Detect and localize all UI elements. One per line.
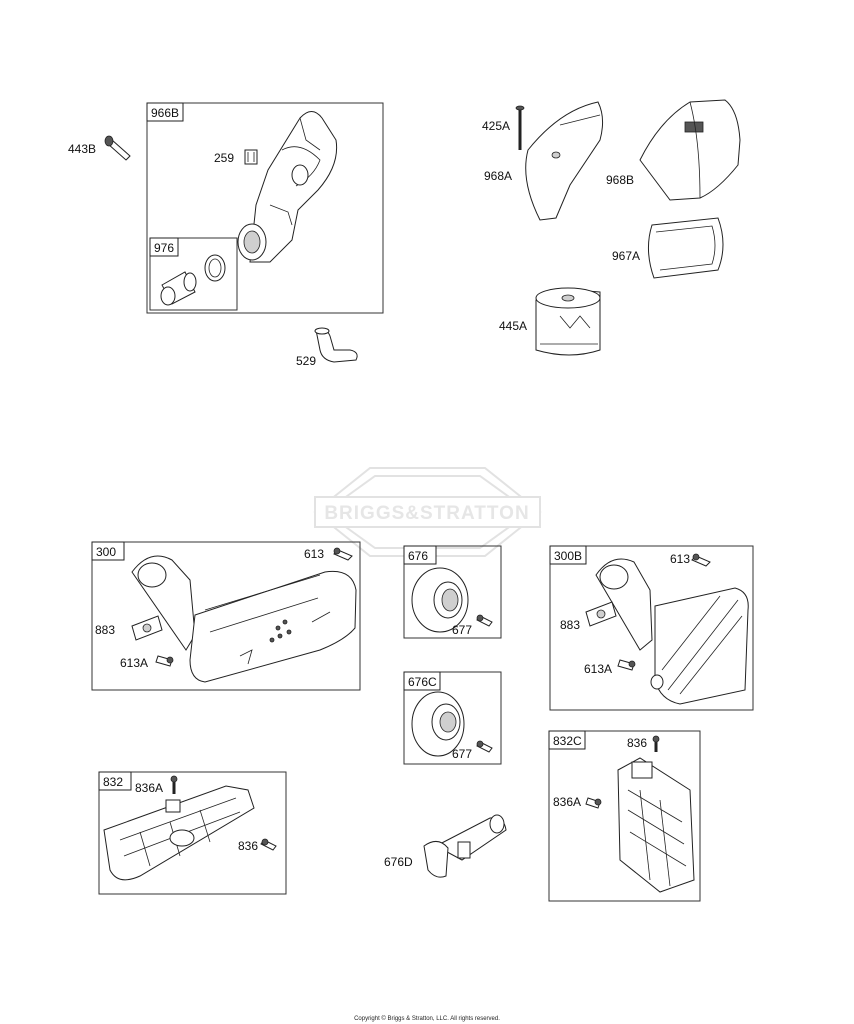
- part-445A-air-filter[interactable]: [535, 287, 601, 356]
- group-label-300: 300: [96, 545, 116, 559]
- group-label-676C: 676C: [408, 675, 437, 689]
- part-967A-prefilter[interactable]: [648, 217, 724, 279]
- label-676D: 676D: [384, 855, 413, 869]
- part-425A-screw[interactable]: [515, 105, 525, 150]
- label-425A: 425A: [482, 119, 510, 133]
- part-613A-bolt[interactable]: [155, 655, 174, 667]
- group-label-832: 832: [103, 775, 123, 789]
- part-300-muffler[interactable]: [131, 555, 357, 683]
- label-967A: 967A: [612, 249, 640, 263]
- part-883-gasket[interactable]: [131, 615, 163, 641]
- part-836-bolt[interactable]: [260, 838, 277, 851]
- group-box-832C: [548, 730, 701, 902]
- part-529-breather-tube[interactable]: [314, 327, 358, 363]
- part-676-deflector[interactable]: [411, 567, 469, 633]
- air-intake-elbow-part[interactable]: [237, 111, 338, 263]
- label-259: 259: [214, 151, 234, 165]
- part-613-bolt[interactable]: [333, 547, 353, 561]
- group-label-832C: 832C: [553, 734, 582, 748]
- label-443B: 443B: [68, 142, 96, 156]
- group-box-300B: [549, 545, 754, 711]
- label-836A-b: 836A: [135, 781, 163, 795]
- label-836-a: 836: [627, 736, 647, 750]
- part-968A-cover[interactable]: [525, 101, 604, 221]
- label-613A-a: 613A: [120, 656, 148, 670]
- label-836-b: 836: [238, 839, 258, 853]
- copyright-text: Copyright © Briggs & Stratton, LLC. All …: [354, 1015, 500, 1022]
- label-613A-b: 613A: [584, 662, 612, 676]
- label-836A-a: 836A: [553, 795, 581, 809]
- part-677-screw-a[interactable]: [476, 614, 493, 627]
- label-677-a: 677: [452, 623, 472, 637]
- group-label-676: 676: [408, 549, 428, 563]
- part-836A-bolt[interactable]: [170, 775, 178, 794]
- group-box-976: [149, 237, 238, 311]
- group-box-676: [403, 545, 502, 639]
- watermark-text: BRIGGS&STRATTON: [324, 503, 529, 524]
- group-label-976: 976: [154, 241, 174, 255]
- part-836A-bolt-c[interactable]: [585, 797, 602, 809]
- part-883-gasket-b[interactable]: [585, 601, 617, 627]
- label-883-a: 883: [95, 623, 115, 637]
- briggs-stratton-watermark-logo: BRIGGS&STRATTON: [313, 467, 542, 557]
- label-445A: 445A: [499, 319, 527, 333]
- label-613-a: 613: [304, 547, 324, 561]
- part-832C-muffler-guard[interactable]: [617, 757, 695, 893]
- label-677-b: 677: [452, 747, 472, 761]
- part-259-clip[interactable]: [244, 149, 258, 165]
- label-968A: 968A: [484, 169, 512, 183]
- label-529: 529: [296, 354, 316, 368]
- label-968B: 968B: [606, 173, 634, 187]
- part-832-muffler-guard[interactable]: [103, 785, 255, 881]
- group-tag-676C[interactable]: [403, 671, 441, 691]
- group-box-676C: [403, 671, 502, 765]
- group-tag-300B[interactable]: [549, 545, 587, 565]
- part-976-tube-and-clamp[interactable]: [160, 254, 226, 306]
- group-tag-300[interactable]: [91, 541, 125, 561]
- label-883-b: 883: [560, 618, 580, 632]
- part-677-screw-b[interactable]: [476, 740, 493, 753]
- part-300B-muffler[interactable]: [595, 558, 749, 705]
- part-443B-bolt[interactable]: [104, 135, 131, 161]
- group-label-966B: 966B: [151, 106, 179, 120]
- group-box-832: [98, 771, 287, 895]
- group-box-300: [91, 541, 361, 691]
- part-968B-cover[interactable]: [639, 99, 741, 201]
- label-613-b: 613: [670, 552, 690, 566]
- group-tag-966B[interactable]: [146, 102, 184, 122]
- group-tag-832C[interactable]: [548, 730, 586, 750]
- group-tag-832[interactable]: [98, 771, 132, 791]
- group-box-966B: [146, 102, 384, 314]
- part-836-bolt-c[interactable]: [652, 735, 660, 752]
- group-tag-676[interactable]: [403, 545, 437, 565]
- part-613-bolt-b[interactable]: [691, 553, 711, 567]
- part-676C-deflector[interactable]: [411, 691, 465, 757]
- part-676D-exhaust-deflector[interactable]: [423, 814, 507, 878]
- group-label-300B: 300B: [554, 549, 582, 563]
- part-613A-bolt-b[interactable]: [617, 659, 636, 671]
- group-tag-976[interactable]: [149, 237, 179, 257]
